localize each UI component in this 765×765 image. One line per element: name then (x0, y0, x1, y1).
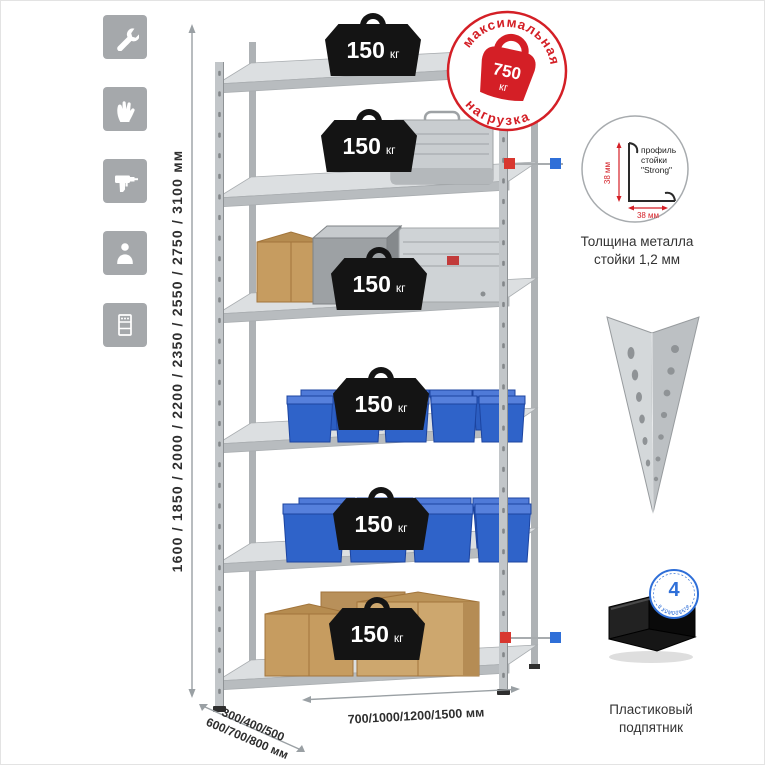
weight-handle-icon (368, 487, 394, 500)
profile-caption-line2: стойки 1,2 мм (593, 252, 681, 268)
profile-dim-v-label: 38 мм (603, 162, 612, 184)
load-unit: кг (389, 46, 400, 61)
wrench-icon (103, 15, 147, 59)
depth-dimension-line (199, 704, 305, 752)
connector-blue-square-bottom (550, 632, 561, 643)
load-unit: кг (397, 400, 408, 415)
connector-blue-square-top (550, 158, 561, 169)
included-count-badge: 4 в комплекте (649, 569, 699, 619)
person-icon (103, 231, 147, 275)
connector-line-bottom (501, 637, 561, 639)
badge-value: 4 (668, 579, 680, 601)
load-unit: кг (395, 280, 406, 295)
foot-caption-line1: Пластиковый (609, 702, 693, 717)
height-dimension-line (188, 24, 196, 698)
connector-red-square-top (504, 158, 515, 169)
rack-icon (103, 303, 147, 347)
profile-label-line1: профиль (641, 145, 677, 155)
gloves-icon (103, 87, 147, 131)
shelf-load-badge: 150 кг (333, 367, 429, 430)
connector-red-square-bottom (500, 632, 511, 643)
load-value: 150 (354, 510, 393, 537)
stamp-unit: кг (498, 81, 509, 95)
profile-label-line2: стойки (641, 155, 667, 165)
stamp-weight-icon: 750 кг (480, 34, 536, 102)
shelf-load-badge: 150 кг (325, 13, 421, 76)
width-dimension-line (302, 686, 520, 703)
profile-dimension-horizontal: 38 мм (628, 205, 668, 220)
angle-post-holes (627, 345, 679, 482)
load-unit: кг (385, 142, 396, 157)
foot-caption-line2: подпятник (618, 720, 684, 736)
weight-handle-icon (368, 367, 394, 380)
aluminium-case-2 (398, 227, 506, 303)
drill-icon (103, 159, 147, 203)
post-profile-detail: 38 мм 38 мм профиль стойки "Strong" (581, 115, 689, 223)
profile-dimension-vertical: 38 мм (603, 142, 622, 202)
profile-drawing (628, 142, 676, 202)
load-value: 150 (352, 270, 391, 297)
profile-caption: Толщина металла стойки 1,2 мм (567, 233, 707, 269)
shelf-load-badge: 150 кг (333, 487, 429, 550)
weight-handle-icon (366, 247, 392, 260)
load-value: 150 (346, 36, 385, 63)
load-value: 150 (342, 132, 381, 159)
weight-handle-icon (356, 109, 382, 122)
profile-caption-line1: Толщина металла (580, 234, 694, 249)
shelf-load-badge: 150 кг (321, 109, 417, 172)
weight-handle-icon (364, 597, 390, 610)
connector-line-top (507, 163, 563, 165)
angle-post-image (606, 316, 700, 514)
height-dimension-label: 1600 / 1850 / 2000 / 2200 / 2350 / 2550 … (169, 149, 185, 573)
load-unit: кг (397, 520, 408, 535)
shelf-load-badge: 150 кг (329, 597, 425, 660)
max-load-stamp: максимальная нагрузка 750 кг (446, 5, 570, 134)
load-value: 150 (354, 390, 393, 417)
profile-label-line3: "Strong" (641, 165, 672, 175)
profile-dim-h-label: 38 мм (637, 211, 659, 220)
weight-handle-icon (360, 13, 386, 26)
shelf-load-badge: 150 кг (331, 247, 427, 310)
foot-caption: Пластиковый подпятник (576, 701, 726, 737)
load-value: 150 (350, 620, 389, 647)
load-unit: кг (393, 630, 404, 645)
feature-icon-column (103, 15, 147, 347)
